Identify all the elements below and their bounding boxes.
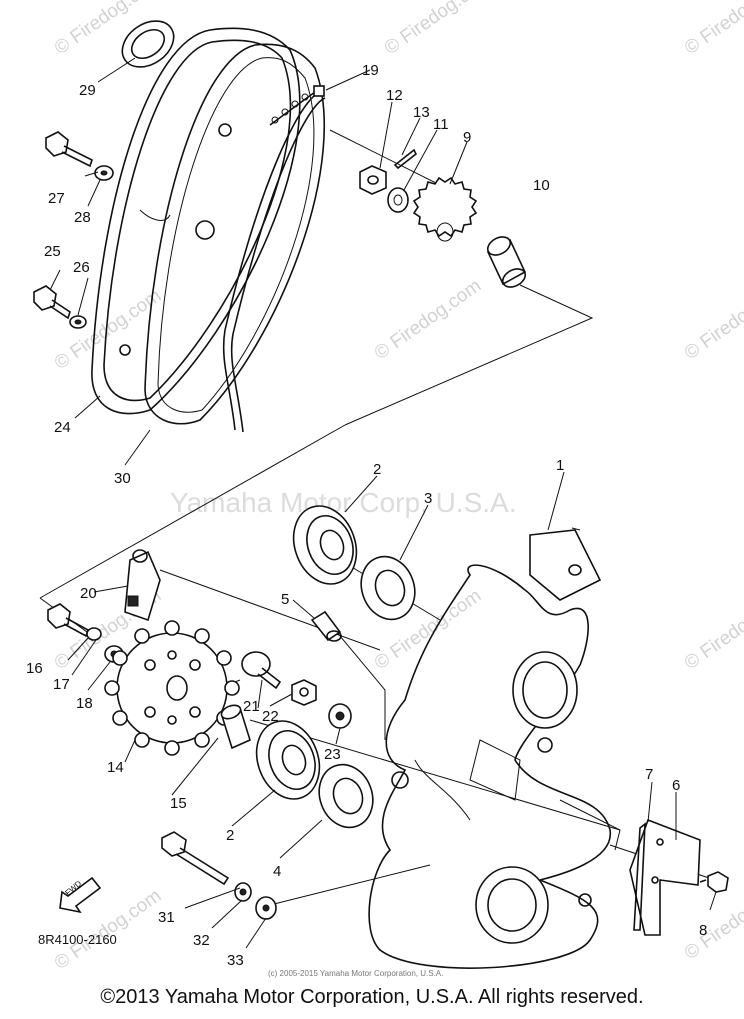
part-24-chain-case-cover — [91, 27, 301, 415]
part-10-collar — [486, 236, 527, 288]
watermark-center: Yamaha Motor Corp, U.S.A. — [170, 487, 517, 518]
part-label: 33 — [227, 952, 244, 969]
part-label: 32 — [193, 932, 210, 949]
part-label: 21 — [243, 698, 260, 715]
part-19-chain — [222, 85, 326, 433]
part-label: 2 — [373, 461, 381, 478]
watermark-firedog: © Firedog.com — [681, 585, 744, 674]
diagram-code: 8R4100-2160 — [38, 932, 117, 947]
part-labels: 1 2 2 3 4 5 6 7 8 9 10 11 12 13 14 15 16… — [26, 62, 707, 969]
watermark-firedog: © Firedog.com — [681, 0, 744, 59]
part-1-chain-case — [368, 527, 621, 969]
part-label: 28 — [74, 209, 91, 226]
part-29-seal — [121, 20, 175, 68]
part-23-washer — [328, 703, 352, 729]
part-27-bolt — [45, 131, 93, 168]
part-label: 22 — [262, 708, 279, 725]
part-label: 9 — [463, 129, 471, 146]
part-label: 11 — [433, 116, 449, 133]
part-label: 30 — [114, 470, 131, 487]
part-6-plate — [629, 818, 701, 936]
copyright-footer: ©2013 Yamaha Motor Corporation, U.S.A. A… — [100, 986, 644, 1008]
part-13-pin — [393, 148, 418, 170]
part-32-washer — [234, 882, 252, 902]
part-3-seal-upper — [360, 555, 416, 621]
leader-lines — [49, 57, 717, 949]
part-label: 3 — [424, 490, 432, 507]
watermark-firedog: © Firedog.com — [381, 0, 495, 59]
part-label: 8 — [699, 922, 707, 939]
part-16-bolt — [47, 603, 89, 638]
part-label: 17 — [53, 676, 70, 693]
part-15-collar — [220, 704, 251, 750]
part-12-nut — [359, 165, 387, 195]
part-33-washer — [255, 896, 277, 920]
part-label: 19 — [362, 62, 379, 79]
part-20-tensioner — [124, 549, 161, 622]
part-26-washer — [69, 315, 87, 329]
part-label: 1 — [556, 457, 564, 474]
part-label: 12 — [386, 87, 403, 104]
watermark-firedog: © Firedog.com — [681, 275, 744, 364]
part-label: 2 — [226, 827, 234, 844]
part-5-fitting — [310, 610, 342, 642]
part-label: 13 — [413, 104, 430, 121]
part-21-bolt — [241, 651, 282, 690]
part-2-bearing-lower — [255, 720, 321, 800]
part-label: 15 — [170, 795, 187, 812]
part-label: 20 — [80, 585, 97, 602]
part-label: 10 — [533, 177, 550, 194]
part-label: 26 — [73, 259, 90, 276]
part-31-bolt — [161, 831, 230, 886]
part-28-washer — [94, 165, 114, 181]
part-label: 4 — [273, 863, 281, 880]
small-copyright: (c) 2005-2015 Yamaha Motor Corporation, … — [268, 969, 443, 978]
part-25-bolt — [33, 285, 71, 320]
part-label: 18 — [76, 695, 93, 712]
part-label: 16 — [26, 660, 43, 677]
part-2-bearing-upper — [292, 505, 358, 585]
part-label: 6 — [672, 777, 680, 794]
part-7-gasket — [633, 822, 646, 931]
part-label: 29 — [79, 82, 96, 99]
fwd-arrow: FWD — [59, 876, 102, 914]
part-9-sprocket — [412, 176, 478, 242]
part-30-gasket — [144, 43, 326, 425]
part-label: 31 — [158, 909, 175, 926]
part-label: 5 — [281, 591, 289, 608]
part-17-washer — [86, 627, 102, 641]
part-22-nut — [291, 679, 317, 706]
part-4-seal-lower — [318, 763, 374, 829]
part-label: 24 — [54, 419, 71, 436]
part-11-washer — [387, 187, 409, 213]
watermark-firedog: © Firedog.com — [371, 275, 485, 364]
part-label: 27 — [48, 190, 65, 207]
part-label: 23 — [324, 746, 341, 763]
part-14-sprocket — [104, 620, 240, 756]
part-8-bolt — [699, 871, 729, 893]
part-label: 25 — [44, 243, 61, 260]
part-label: 7 — [645, 766, 653, 783]
part-label: 14 — [107, 759, 124, 776]
